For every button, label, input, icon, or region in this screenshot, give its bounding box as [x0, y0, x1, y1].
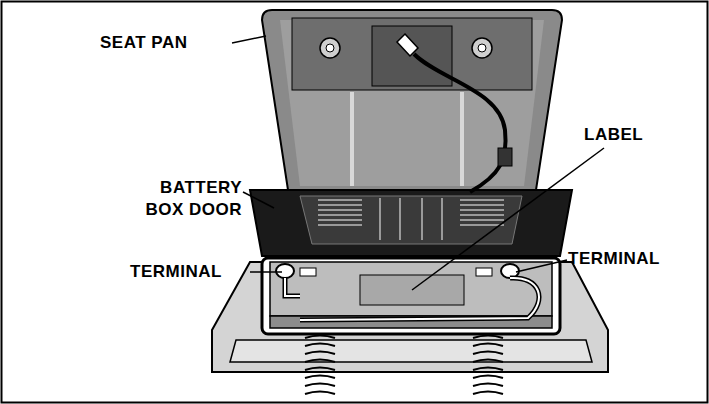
part-label: TERMINAL [568, 248, 660, 270]
leader-line [243, 192, 274, 208]
springs [305, 328, 503, 395]
leader-line [412, 148, 604, 290]
seat-switch-plug [397, 34, 418, 56]
base-plate-outline [212, 262, 608, 372]
seat-pan-outline [262, 10, 562, 190]
base-plate-inner [230, 340, 592, 362]
left-cable-highlight [285, 278, 300, 296]
leader-line [250, 271, 282, 273]
leader-line [232, 36, 266, 43]
seat-pan [262, 10, 562, 192]
polarity-mark [300, 268, 316, 276]
leader-line [516, 260, 567, 272]
battery-box-opening [262, 258, 560, 334]
battery-top [270, 262, 552, 316]
left-terminal [276, 264, 294, 278]
leader-lines [232, 36, 604, 290]
mounting-plate [292, 18, 532, 90]
seat-switch-cable [414, 54, 506, 192]
seat-rib [350, 92, 354, 186]
door-grille [318, 198, 504, 240]
right-spring [473, 328, 503, 395]
left-spring [305, 328, 335, 395]
part-label: LABEL [584, 124, 643, 146]
part-label: SEAT PAN [100, 32, 187, 54]
battery-box-door [250, 190, 572, 256]
part-label: BATTERY BOX DOOR [118, 177, 242, 221]
cable-clip [498, 148, 512, 166]
seat-rib [460, 92, 464, 186]
base-plate [212, 262, 608, 372]
door-recess [300, 196, 522, 244]
polarity-mark [476, 268, 492, 276]
part-label: TERMINAL [130, 261, 222, 283]
door-panel [250, 190, 572, 256]
left-cable [285, 278, 300, 296]
switch-bracket [372, 26, 452, 86]
